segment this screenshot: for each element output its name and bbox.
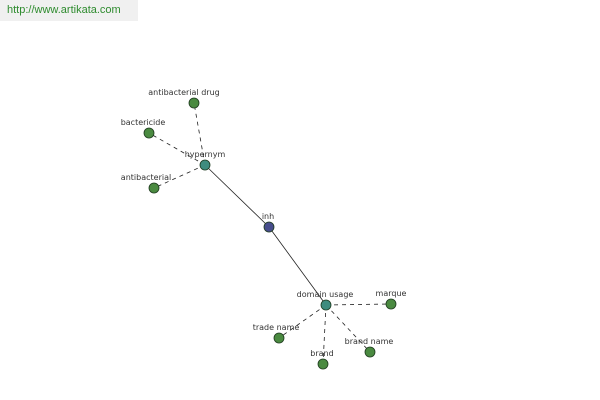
node-inh[interactable] <box>263 221 275 233</box>
node-antibacterial[interactable] <box>148 182 160 194</box>
edge-domain-usage-marque <box>325 303 392 306</box>
node-bactericide[interactable] <box>143 127 155 139</box>
edge-inh-domain-usage <box>268 226 327 306</box>
edge-inh-hypernym <box>204 164 270 228</box>
labels-layer: inh hypernym domain usage antibacterial dru… <box>121 88 407 358</box>
node-marque[interactable] <box>385 298 397 310</box>
edge-domain-usage-brand-name <box>325 304 371 353</box>
node-label-brand-name: brand name <box>345 337 394 346</box>
node-antibacterial-drug[interactable] <box>188 97 200 109</box>
edge-hypernym-antibacterial <box>153 164 206 189</box>
node-brand-name[interactable] <box>364 346 376 358</box>
edge-hypernym-antibacterial-drug <box>193 102 206 166</box>
node-label-antibacterial: antibacterial <box>121 173 171 182</box>
edges-layer <box>148 102 392 365</box>
node-domain-usage[interactable] <box>320 299 332 311</box>
node-hypernym[interactable] <box>199 159 211 171</box>
node-label-marque: marque <box>376 289 407 298</box>
node-label-trade-name: trade name <box>253 323 300 332</box>
site-url-link[interactable]: http://www.artikata.com <box>0 0 138 21</box>
node-trade-name[interactable] <box>273 332 285 344</box>
node-label-domain-usage: domain usage <box>297 290 354 299</box>
edge-hypernym-bactericide <box>148 132 206 166</box>
edge-domain-usage-brand <box>322 304 327 365</box>
node-label-brand: brand <box>310 349 333 358</box>
node-label-inh: inh <box>262 212 274 221</box>
edge-domain-usage-trade-name <box>278 304 327 339</box>
node-brand[interactable] <box>317 358 329 370</box>
node-label-hypernym: hypernym <box>185 150 226 159</box>
node-label-bactericide: bactericide <box>121 118 166 127</box>
nodes-layer <box>143 97 397 370</box>
node-label-antibacterial-drug: antibacterial drug <box>148 88 219 97</box>
